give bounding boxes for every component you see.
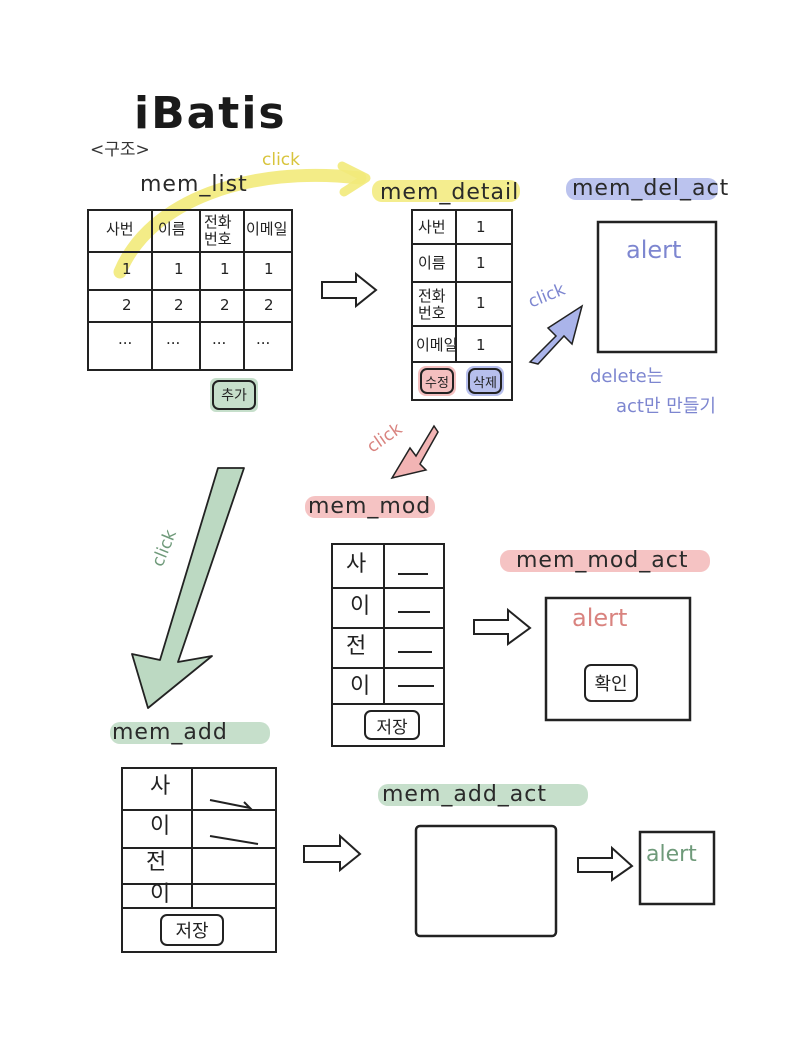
mem-add-save-button[interactable]: 저장 xyxy=(160,914,224,946)
mem-add-act-label: mem_add_act xyxy=(382,782,548,807)
mem-detail-table xyxy=(411,209,513,401)
mem-detail-value-phone: 1 xyxy=(476,294,486,312)
mem-list-cell-r2c3[interactable]: 2 xyxy=(220,296,230,314)
mem-detail-field-name: 이름 xyxy=(418,254,446,272)
mem-list-cell-r1c4[interactable]: 1 xyxy=(264,260,274,278)
mem-list-cell-r3c3: ... xyxy=(212,330,227,348)
mem-mod-act-confirm-button[interactable]: 확인 xyxy=(584,664,638,702)
mem-mod-table xyxy=(331,543,445,747)
mem-mod-label: mem_mod xyxy=(308,494,432,519)
highlight-edit-button xyxy=(418,366,456,396)
mem-add-act-alert-box xyxy=(638,830,716,906)
add-button[interactable]: 추가 xyxy=(212,380,256,410)
arrow-add-act-to-alert xyxy=(577,845,634,882)
mem-mod-act-label: mem_mod_act xyxy=(516,548,689,573)
mem-mod-field-id: 사 xyxy=(346,552,367,577)
mem-add-field-name: 이 xyxy=(150,814,171,839)
mem-del-act-note-1: delete는 xyxy=(590,366,664,387)
highlight-mem-mod-act xyxy=(500,550,710,572)
mem-mod-act-box xyxy=(544,596,692,722)
page-subtitle: <구조> xyxy=(90,140,150,160)
mem-list-cell-r3c1: ... xyxy=(118,330,133,348)
mem-list-cell-r2c1[interactable]: 2 xyxy=(122,296,132,314)
arrow-list-to-detail xyxy=(321,271,378,309)
mem-add-field-id: 사 xyxy=(150,774,171,799)
mem-list-label: mem_list xyxy=(140,172,248,197)
mem-list-header-email: 이메일 xyxy=(246,220,288,238)
mem-detail-field-email: 이메일 xyxy=(416,336,458,354)
mem-mod-field-email: 이 xyxy=(350,674,371,699)
highlights xyxy=(110,178,718,806)
mem-list-cell-r1c1[interactable]: 1 xyxy=(122,260,132,278)
highlight-mem-detail xyxy=(372,180,520,202)
delete-button[interactable]: 삭제 xyxy=(468,368,502,394)
highlight-add-button xyxy=(210,378,258,412)
click-arrow-list-to-detail xyxy=(113,168,367,279)
mem-list-cell-r1c3[interactable]: 1 xyxy=(220,260,230,278)
mem-list-cell-r3c4: ... xyxy=(256,330,271,348)
mem-add-field-email: 이 xyxy=(150,882,171,907)
highlight-mem-mod xyxy=(305,496,435,518)
mem-del-act-label: mem_del_act xyxy=(572,176,730,201)
highlight-delete-button xyxy=(466,366,504,396)
mem-add-field-phone: 전 xyxy=(146,850,167,875)
click-arrow-list-to-add xyxy=(131,467,245,709)
mem-del-act-box xyxy=(596,220,718,354)
mem-list-cell-r3c2: ... xyxy=(166,330,181,348)
highlight-mem-del-act xyxy=(566,178,718,200)
mem-del-act-alert: alert xyxy=(626,236,682,264)
mem-add-act-alert: alert xyxy=(646,842,697,867)
mem-add-act-box xyxy=(414,824,558,938)
mem-list-cell-r1c2[interactable]: 1 xyxy=(174,260,184,278)
highlight-mem-add xyxy=(110,722,270,744)
mem-del-act-note-2: act만 만들기 xyxy=(616,396,716,417)
mem-detail-value-email: 1 xyxy=(476,336,486,354)
mem-mod-save-button[interactable]: 저장 xyxy=(364,710,420,740)
click-arrowhead-list-to-detail xyxy=(337,161,371,197)
click-arrow-detail-to-del xyxy=(528,304,584,365)
mem-add-label: mem_add xyxy=(112,720,228,745)
highlight-mem-add-act xyxy=(378,784,588,806)
page-title: iBatis xyxy=(134,88,287,139)
mem-detail-value-id: 1 xyxy=(476,218,486,236)
mem-detail-value-name: 1 xyxy=(476,254,486,272)
mem-detail-field-phone: 전화 번호 xyxy=(418,287,446,323)
mem-list-header-phone: 전화 번호 xyxy=(204,213,232,249)
mem-mod-act-alert: alert xyxy=(572,604,628,632)
mem-list-table xyxy=(87,209,293,371)
mem-add-table xyxy=(121,767,277,953)
click-label-list-to-detail: click xyxy=(262,150,300,170)
mem-detail-field-id: 사번 xyxy=(418,218,446,236)
mem-detail-label: mem_detail xyxy=(380,180,520,205)
mem-mod-field-phone: 전 xyxy=(346,634,367,659)
click-arrow-detail-to-mod xyxy=(390,424,439,480)
mem-list-header-id: 사번 xyxy=(106,220,134,238)
mem-mod-field-name: 이 xyxy=(350,594,371,619)
arrow-mod-to-mod-act xyxy=(473,607,532,646)
mem-list-cell-r2c4[interactable]: 2 xyxy=(264,296,274,314)
mem-list-cell-r2c2[interactable]: 2 xyxy=(174,296,184,314)
mem-list-header-name: 이름 xyxy=(158,220,186,238)
edit-button[interactable]: 수정 xyxy=(420,368,454,394)
arrow-add-to-add-act xyxy=(303,833,362,873)
